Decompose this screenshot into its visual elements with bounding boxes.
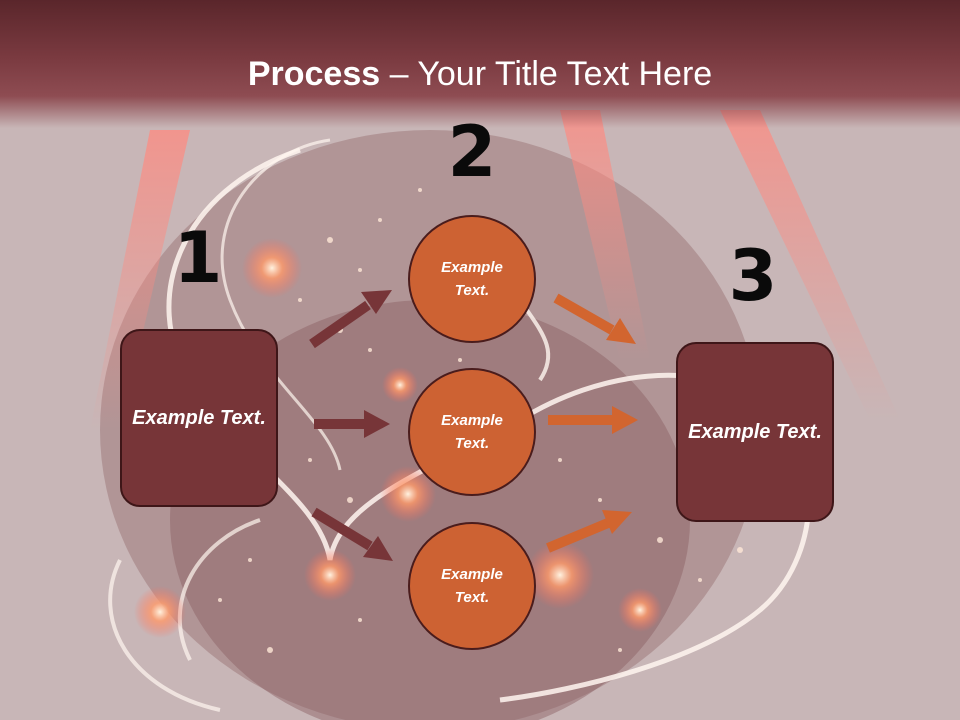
step-2-circle-top[interactable]: Example Text. <box>408 215 536 343</box>
step-3-box[interactable]: Example Text. <box>676 342 834 522</box>
sparkle <box>382 367 418 403</box>
slide-title-bold: Process <box>247 55 381 93</box>
step-number-2: 2 <box>447 111 497 193</box>
step-1-box[interactable]: Example Text. <box>120 329 278 507</box>
slide-title: Process – Your Title Text Here <box>0 52 960 96</box>
slide-title-rest: – Your Title Text Here <box>380 55 713 93</box>
step-1-label: Example Text. <box>132 406 266 429</box>
step-2-circle-middle[interactable]: Example Text. <box>408 368 536 496</box>
arrow-1-to-2-bottom <box>311 507 393 561</box>
light-ray <box>560 110 650 360</box>
arrow-2-to-3-middle <box>548 406 638 434</box>
step-3-label: Example Text. <box>688 420 822 443</box>
sparkle <box>304 549 356 601</box>
arrow-2-to-3-bottom <box>546 510 632 553</box>
sparkle <box>134 586 186 638</box>
sparkle <box>380 466 436 522</box>
arrow-1-to-2-top <box>309 290 392 349</box>
step-2-label-bottom: Example Text. <box>441 566 503 606</box>
sparkle-dots <box>218 188 743 653</box>
arrow-2-to-3-top <box>553 293 636 344</box>
title-bar <box>0 0 960 128</box>
light-ray <box>90 130 190 430</box>
heart-swirl <box>108 518 261 712</box>
step-2-label-top: Example Text. <box>441 259 503 299</box>
sparkle <box>526 541 594 609</box>
sparkle <box>242 238 302 298</box>
step-number-1: 1 <box>173 217 223 299</box>
light-ray <box>720 110 900 420</box>
step-2-label-middle: Example Text. <box>441 412 503 452</box>
step-2-circle-bottom[interactable]: Example Text. <box>408 522 536 650</box>
step-number-3: 3 <box>728 235 778 317</box>
sparkle <box>618 588 662 632</box>
arrow-1-to-2-middle <box>314 410 390 438</box>
